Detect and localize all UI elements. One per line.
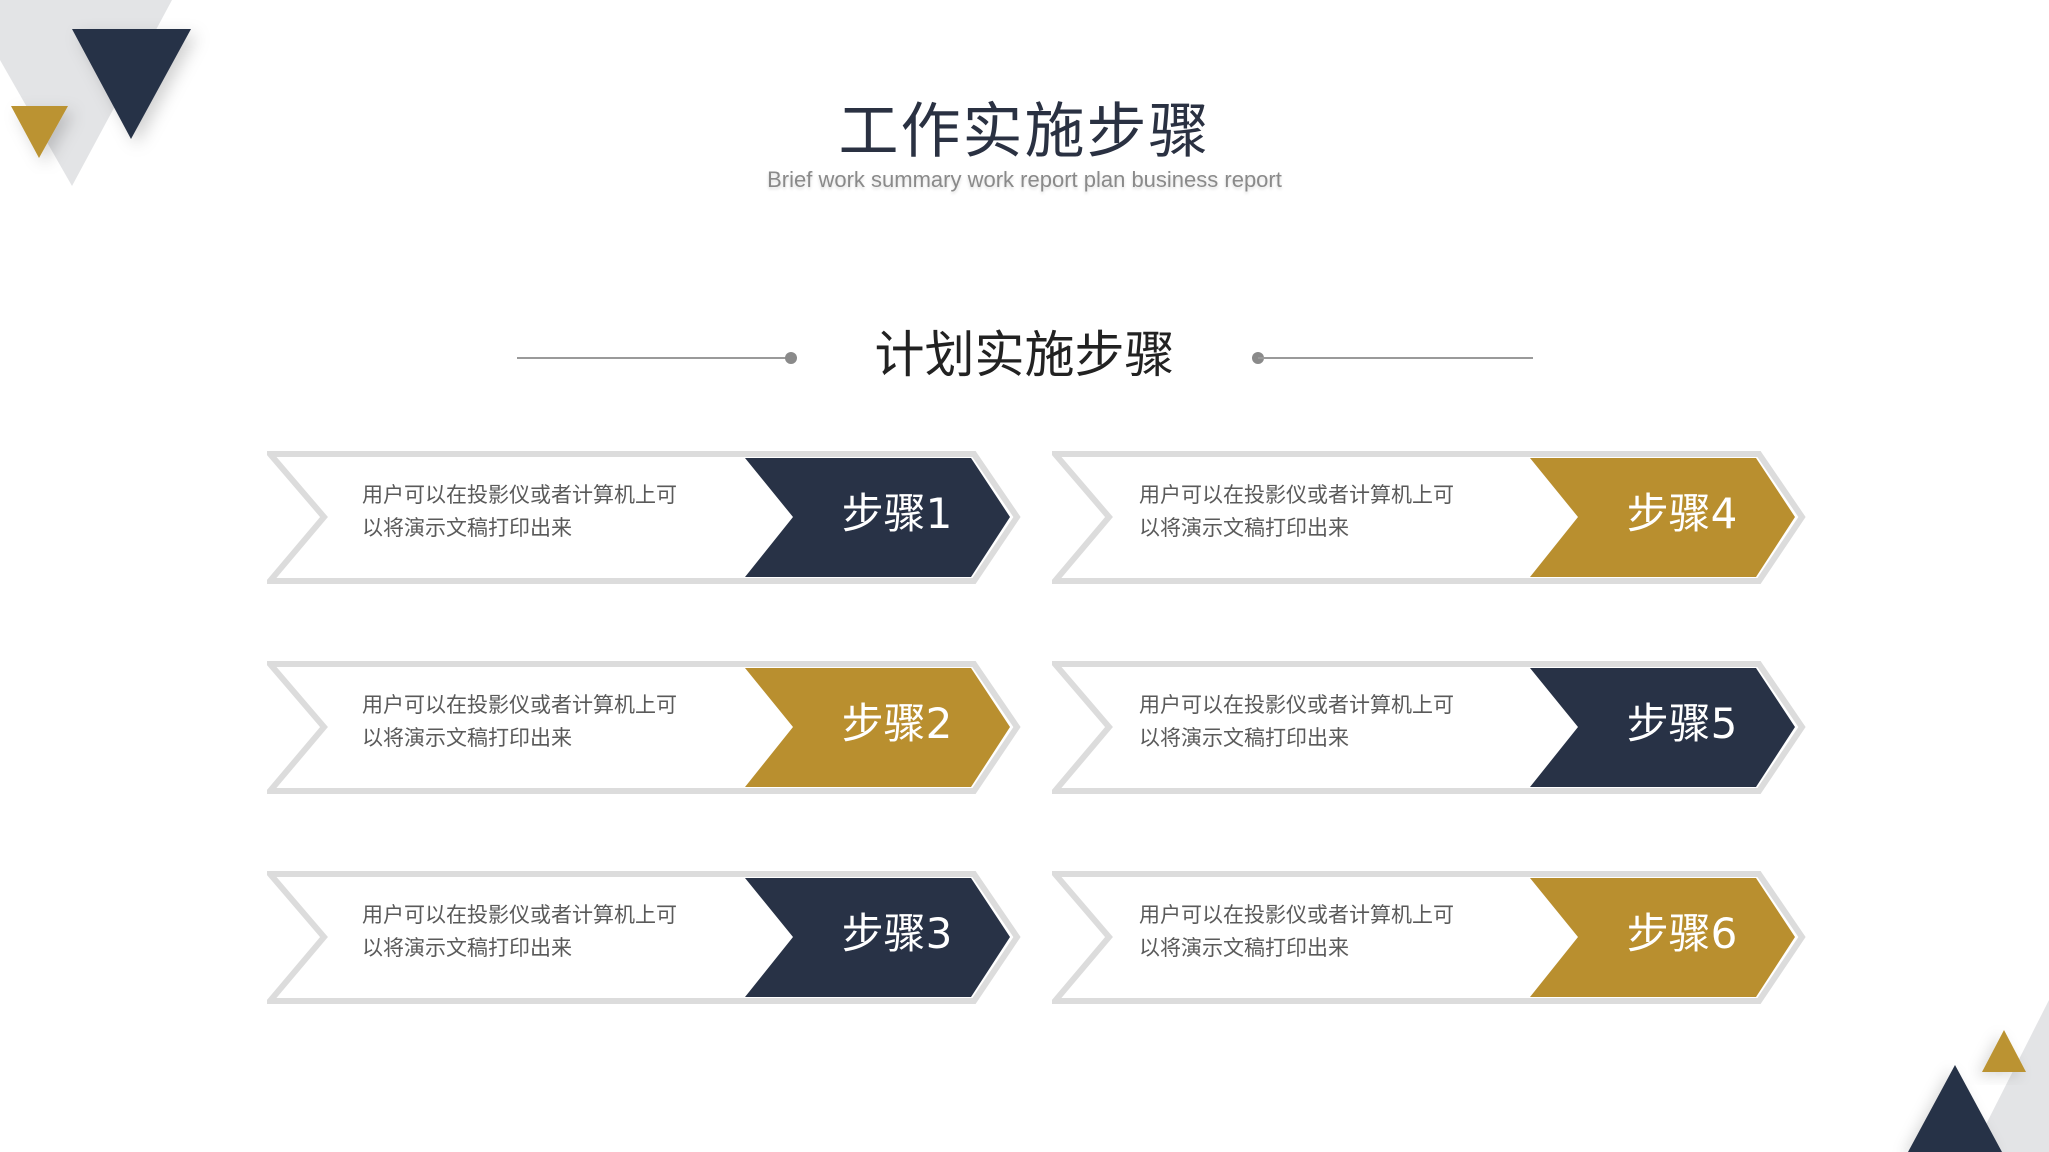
step-card-3[interactable]: 用户可以在投影仪或者计算机上可 以将演示文稿打印出来 步骤3 [267, 871, 1027, 1005]
step-label: 步骤2 [841, 699, 953, 748]
step-description: 用户可以在投影仪或者计算机上可 以将演示文稿打印出来 [362, 483, 677, 540]
step-label: 步骤3 [841, 909, 953, 958]
step-label: 步骤6 [1626, 909, 1738, 958]
section-divider-left [517, 357, 792, 359]
gold-triangle-icon [11, 106, 68, 158]
section-title: 计划实施步骤 [874, 326, 1175, 384]
step-description: 用户可以在投影仪或者计算机上可 以将演示文稿打印出来 [1139, 483, 1454, 540]
chevron-arrow-icon [267, 661, 1021, 794]
section-dot-left [785, 352, 797, 364]
step-card-1[interactable]: 用户可以在投影仪或者计算机上可 以将演示文稿打印出来 步骤1 [267, 451, 1027, 585]
bottom-right-triangles-decoration [1908, 1000, 2049, 1152]
chevron-arrow-icon [267, 451, 1021, 584]
top-left-triangles-decoration [0, 0, 191, 186]
step-description: 用户可以在投影仪或者计算机上可 以将演示文稿打印出来 [1139, 903, 1454, 960]
page-title: 工作实施步骤 [838, 97, 1211, 167]
step-label: 步骤1 [841, 489, 953, 538]
navy-triangle-icon [1908, 1065, 2002, 1152]
step-card-2[interactable]: 用户可以在投影仪或者计算机上可 以将演示文稿打印出来 步骤2 [267, 661, 1027, 795]
chevron-arrow-icon [1052, 451, 1806, 584]
step-card-5[interactable]: 用户可以在投影仪或者计算机上可 以将演示文稿打印出来 步骤5 [1052, 661, 1812, 795]
gold-triangle-icon [1982, 1030, 2026, 1072]
chevron-arrow-icon [1052, 871, 1806, 1004]
gray-triangle-icon [1972, 1000, 2049, 1152]
step-description: 用户可以在投影仪或者计算机上可 以将演示文稿打印出来 [362, 903, 677, 960]
step-card-6[interactable]: 用户可以在投影仪或者计算机上可 以将演示文稿打印出来 步骤6 [1052, 871, 1812, 1005]
chevron-arrow-icon [1052, 661, 1806, 794]
step-description: 用户可以在投影仪或者计算机上可 以将演示文稿打印出来 [362, 693, 677, 750]
step-label: 步骤4 [1626, 489, 1738, 538]
step-description: 用户可以在投影仪或者计算机上可 以将演示文稿打印出来 [1139, 693, 1454, 750]
step-card-4[interactable]: 用户可以在投影仪或者计算机上可 以将演示文稿打印出来 步骤4 [1052, 451, 1812, 585]
page-subtitle: Brief work summary work report plan busi… [767, 167, 1282, 192]
chevron-arrow-icon [267, 871, 1021, 1004]
section-divider-right [1258, 357, 1533, 359]
navy-triangle-icon [72, 29, 191, 139]
step-label: 步骤5 [1626, 699, 1738, 748]
